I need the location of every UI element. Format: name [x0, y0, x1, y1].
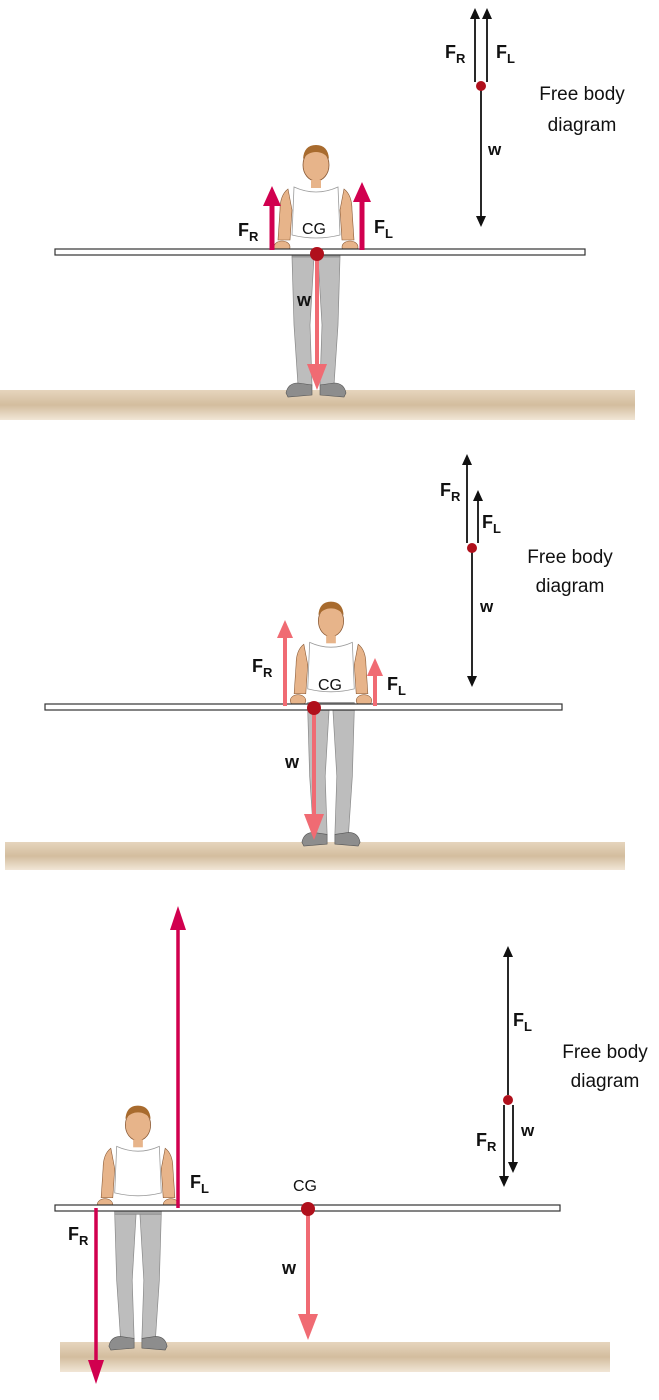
panel-2: FR FL CG w FR FL w Free body diagram [5, 454, 625, 870]
panel-3: FR FL CG w FL FR w Free body diagram [54, 906, 648, 1384]
fbd-fr-label-2: FR [440, 480, 461, 504]
fl-arrow-1 [353, 182, 371, 202]
fbd-caption-2a: Free body [527, 547, 613, 568]
fbd-caption-1b: diagram [548, 115, 617, 136]
free-body-diagram-1: FR FL w Free body diagram [445, 8, 625, 227]
w-arrow-2 [304, 814, 324, 840]
fbd-caption-2b: diagram [536, 576, 605, 597]
w-label-1: w [296, 290, 312, 310]
cg-dot-2 [307, 701, 321, 715]
fbd-caption-3b: diagram [571, 1071, 640, 1092]
w-arrow-1 [307, 364, 327, 390]
fbd-fr-label-1: FR [445, 42, 466, 66]
fr-arrow-2 [277, 620, 293, 638]
fl-arrow-3 [170, 906, 186, 930]
cg-label-3: CG [293, 1178, 317, 1195]
w-label-3: w [281, 1258, 297, 1278]
free-body-diagram-2: FR FL w Free body diagram [440, 454, 613, 687]
fbd-caption-1a: Free body [539, 84, 625, 105]
pole-2 [44, 703, 563, 711]
fbd-fr-label-3: FR [476, 1130, 497, 1154]
fr-label-3: FR [68, 1224, 89, 1248]
free-body-diagram-3: FL FR w Free body diagram [476, 946, 648, 1187]
cg-label-2: CG [318, 677, 342, 694]
person-3 [96, 1105, 180, 1351]
cg-dot-1 [310, 247, 324, 261]
fr-arrow-3 [88, 1360, 104, 1384]
fr-arrow-1 [263, 186, 281, 206]
fbd-fl-label-1: FL [496, 42, 515, 66]
person-2 [289, 601, 373, 847]
fl-label-1: FL [374, 217, 393, 241]
floor-1 [0, 390, 635, 420]
w-label-2: w [284, 752, 300, 772]
fr-label-2: FR [252, 656, 273, 680]
fr-label-1: FR [238, 220, 259, 244]
fbd-w-label-3: w [520, 1121, 535, 1140]
fbd-w-label-2: w [479, 597, 494, 616]
fbd-w-label-1: w [487, 140, 502, 159]
fbd-caption-3a: Free body [562, 1042, 648, 1063]
cg-dot-3 [301, 1202, 315, 1216]
w-arrow-3 [298, 1314, 318, 1340]
panel-1: FR FL CG w FR FL w Free body diagram [0, 8, 635, 420]
fbd-fl-label-2: FL [482, 512, 501, 536]
fl-label-3: FL [190, 1172, 209, 1196]
fl-arrow-2 [367, 658, 383, 676]
floor-2 [5, 842, 625, 870]
fl-label-2: FL [387, 674, 406, 698]
cg-label-1: CG [302, 221, 326, 238]
fbd-fl-label-3: FL [513, 1010, 532, 1034]
